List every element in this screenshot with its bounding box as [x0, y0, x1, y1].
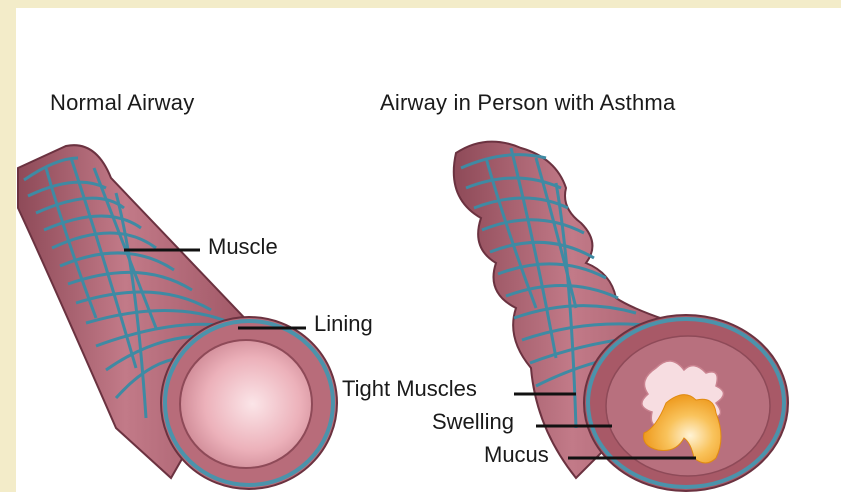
asthma-airway-title: Airway in Person with Asthma [380, 90, 675, 116]
normal-airway [18, 145, 337, 489]
diagram-panel: Normal Airway Airway in Person with Asth… [16, 8, 841, 492]
normal-airway-lumen [180, 340, 312, 468]
lining-label: Lining [314, 311, 373, 337]
tight-muscles-label: Tight Muscles [342, 376, 477, 402]
swelling-label: Swelling [432, 409, 514, 435]
normal-airway-title: Normal Airway [50, 90, 194, 116]
asthma-airway [454, 142, 788, 491]
airway-illustration [16, 8, 841, 492]
muscle-label: Muscle [208, 234, 278, 260]
mucus-label: Mucus [484, 442, 549, 468]
